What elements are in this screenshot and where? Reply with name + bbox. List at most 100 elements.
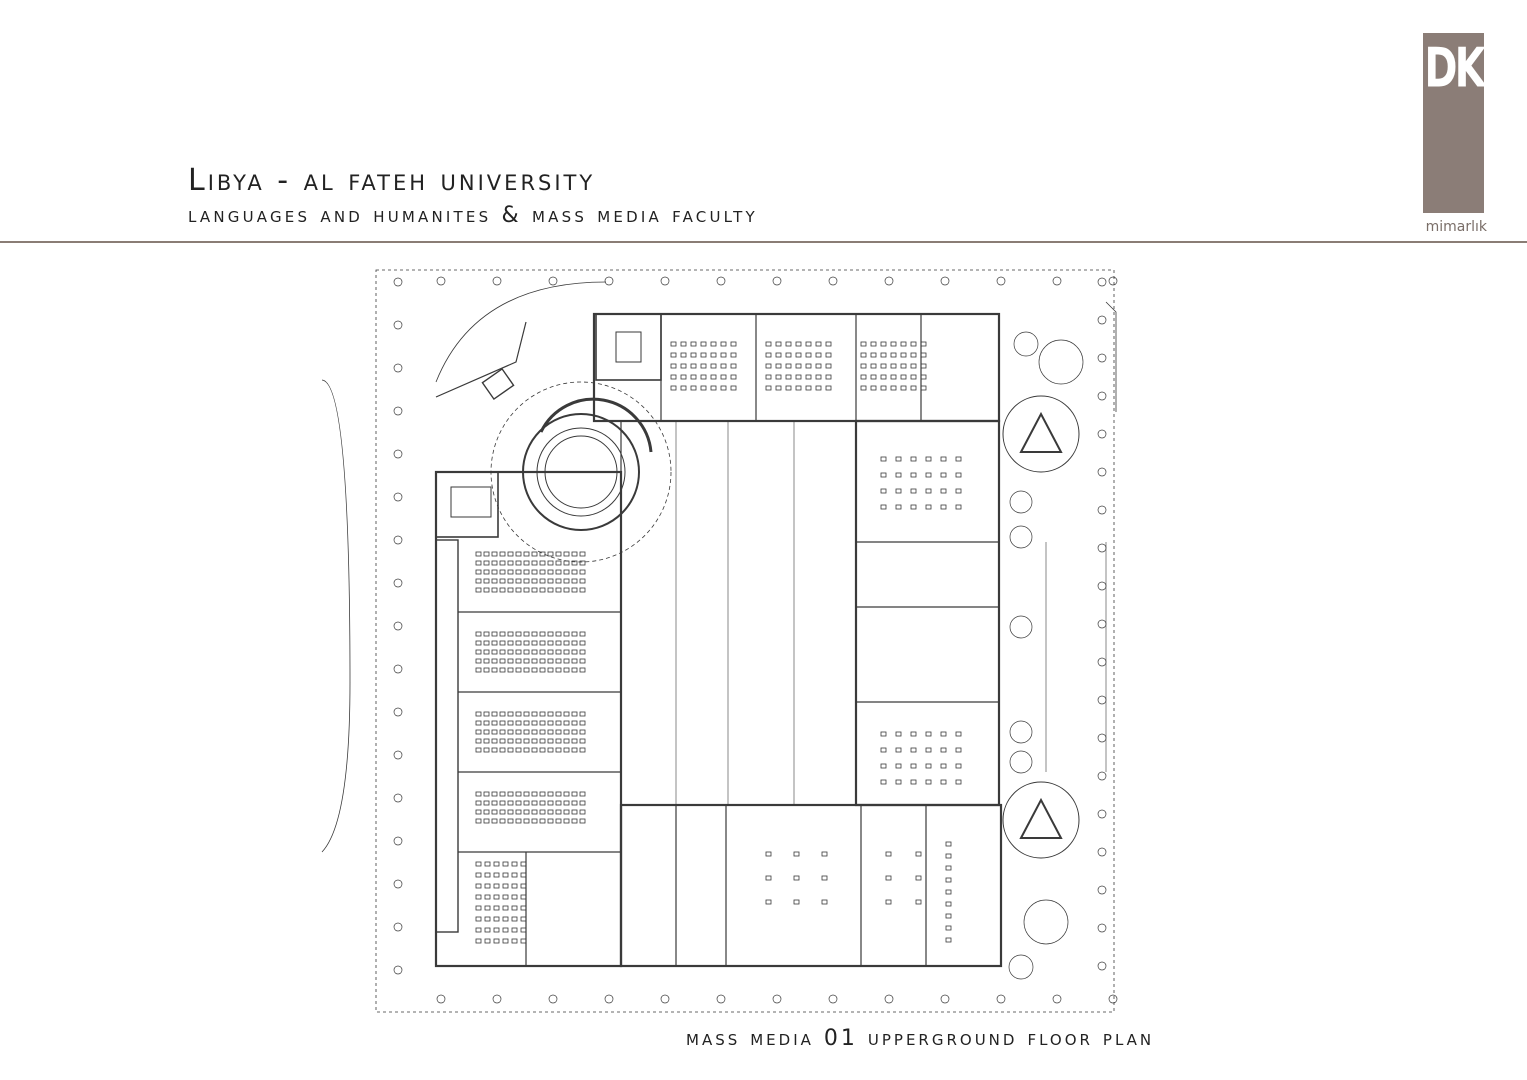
seat xyxy=(793,899,800,905)
seat xyxy=(815,363,822,369)
seat xyxy=(870,363,877,369)
seat xyxy=(895,779,902,785)
seat xyxy=(483,658,490,664)
seat xyxy=(491,667,498,673)
seat xyxy=(815,374,822,380)
seat xyxy=(491,800,498,806)
seat xyxy=(515,631,522,637)
seat xyxy=(499,720,506,726)
seat xyxy=(563,649,570,655)
seat xyxy=(491,747,498,753)
seat xyxy=(563,729,570,735)
seat xyxy=(515,738,522,744)
seat xyxy=(539,569,546,575)
seat xyxy=(825,363,832,369)
auditorium-rotunda xyxy=(490,381,672,563)
grid-bubble-bottom xyxy=(436,994,446,1004)
seat xyxy=(484,916,491,922)
seat xyxy=(690,341,697,347)
seat xyxy=(491,818,498,824)
seat xyxy=(885,851,892,857)
seat xyxy=(531,649,538,655)
seat xyxy=(955,731,962,737)
seat xyxy=(539,791,546,797)
seat xyxy=(484,872,491,878)
seat xyxy=(920,341,927,347)
seat xyxy=(945,925,952,931)
stair-tower-upper xyxy=(1002,395,1080,473)
seat xyxy=(523,587,530,593)
grid-bubble-top xyxy=(436,276,446,286)
seat xyxy=(870,352,877,358)
grid-bubble-right xyxy=(1097,733,1107,743)
seat xyxy=(880,747,887,753)
seat xyxy=(483,747,490,753)
seat xyxy=(493,872,500,878)
seat xyxy=(491,560,498,566)
seat xyxy=(825,341,832,347)
seat xyxy=(940,747,947,753)
seat xyxy=(475,883,482,889)
seat xyxy=(821,875,828,881)
seat xyxy=(555,720,562,726)
seat xyxy=(940,779,947,785)
seat xyxy=(483,800,490,806)
stair-tower-lower xyxy=(1002,781,1080,859)
seat xyxy=(499,578,506,584)
seat xyxy=(579,729,586,735)
seat xyxy=(547,729,554,735)
seat xyxy=(821,851,828,857)
seat xyxy=(523,667,530,673)
seat xyxy=(765,341,772,347)
seat xyxy=(539,658,546,664)
seat xyxy=(555,809,562,815)
seat xyxy=(815,341,822,347)
seat xyxy=(547,800,554,806)
seat xyxy=(475,649,482,655)
seat xyxy=(710,363,717,369)
seat xyxy=(491,649,498,655)
seat xyxy=(483,551,490,557)
seat xyxy=(499,640,506,646)
seat xyxy=(515,720,522,726)
seat xyxy=(523,800,530,806)
seat xyxy=(860,363,867,369)
seat xyxy=(555,818,562,824)
seat xyxy=(511,938,518,944)
seat xyxy=(821,899,828,905)
seat xyxy=(475,916,482,922)
seat xyxy=(563,658,570,664)
seat xyxy=(815,352,822,358)
seat xyxy=(507,658,514,664)
seat xyxy=(910,374,917,380)
seat xyxy=(499,738,506,744)
seat xyxy=(547,578,554,584)
seat xyxy=(870,385,877,391)
seat xyxy=(491,809,498,815)
seat xyxy=(765,385,772,391)
seat xyxy=(720,385,727,391)
seat xyxy=(805,341,812,347)
seat xyxy=(579,791,586,797)
seat xyxy=(920,363,927,369)
seat xyxy=(720,374,727,380)
seat xyxy=(511,883,518,889)
seat xyxy=(915,899,922,905)
grid-bubble-left xyxy=(393,363,403,373)
seat xyxy=(579,631,586,637)
seat xyxy=(493,905,500,911)
seat xyxy=(475,791,482,797)
seat xyxy=(571,587,578,593)
seat xyxy=(539,738,546,744)
seat xyxy=(523,818,530,824)
seat xyxy=(955,763,962,769)
seat xyxy=(475,560,482,566)
seat xyxy=(475,905,482,911)
seat xyxy=(571,711,578,717)
seat xyxy=(539,649,546,655)
seat xyxy=(523,578,530,584)
seat xyxy=(547,631,554,637)
seat xyxy=(910,731,917,737)
seat xyxy=(499,711,506,717)
project-subtitle: languages and humanites & mass media fac… xyxy=(188,203,758,228)
